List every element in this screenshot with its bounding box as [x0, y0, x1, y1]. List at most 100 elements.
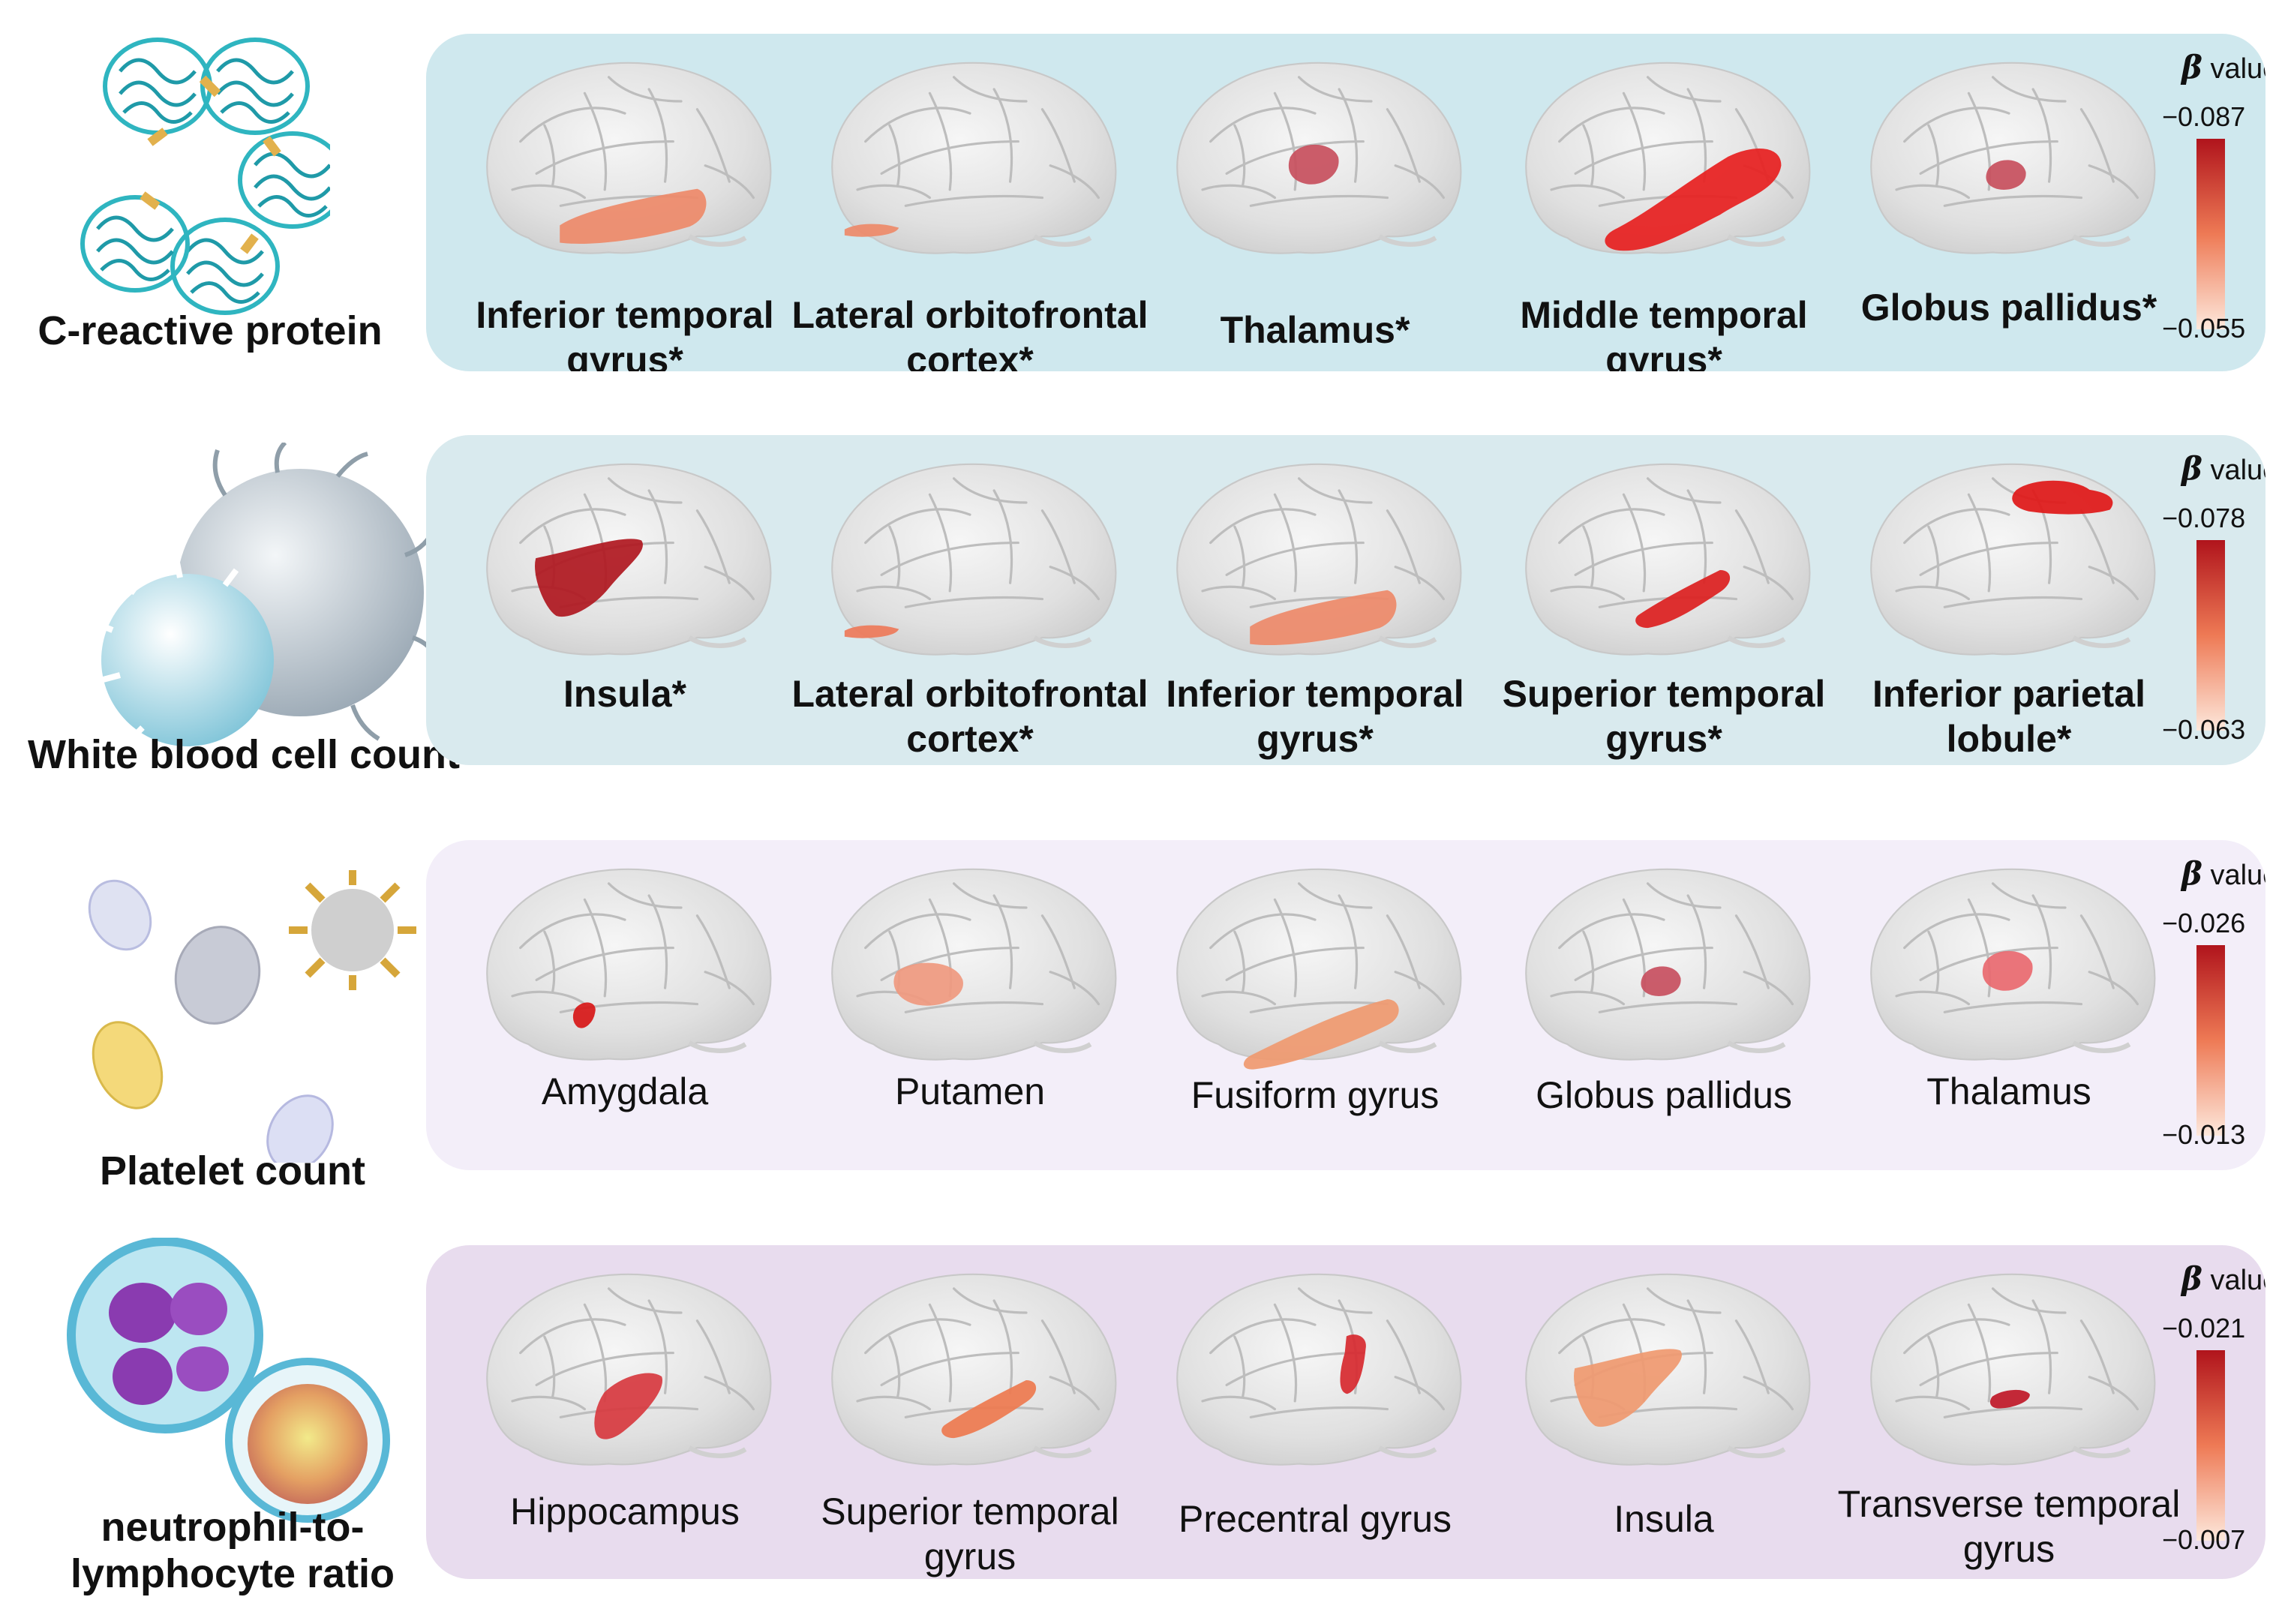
region-label: Inferior temporal gyrus*: [476, 294, 774, 371]
brain-render: [1525, 868, 1811, 1061]
legend-title-text: value: [2210, 455, 2265, 486]
brain-render: [1870, 463, 2156, 656]
legend-title: β value: [2181, 49, 2265, 86]
highlighted-region: [2012, 480, 2113, 515]
color-legend: β value −0.026 −0.013: [2151, 855, 2265, 1163]
row-label: White blood cell count: [28, 732, 460, 777]
brain-region-cell: Inferior parietal lobule*: [1844, 446, 2174, 761]
brain-render: [1176, 62, 1462, 254]
region-label: Insula*: [563, 673, 686, 715]
brain-region-cell: Putamen: [805, 851, 1135, 1166]
brain-region-cell: Inferior temporal gyrus*: [460, 45, 790, 371]
highlighted-region: [1288, 144, 1339, 185]
brain-render: [486, 1273, 772, 1466]
brain-region-cell: Superior temporal gyrus: [805, 1256, 1135, 1577]
crp-protein-icon: [80, 38, 347, 315]
brain-region-cell: Globus pallidus*: [1844, 45, 2174, 360]
row-illustration: [53, 1237, 405, 1534]
brain-region-cell: Fusiform gyrus: [1150, 851, 1480, 1166]
region-panel: Inferior temporal gyrus* Lateral orbitof…: [426, 34, 2265, 371]
brain-render: [1525, 463, 1811, 656]
region-label: Fusiform gyrus: [1191, 1074, 1440, 1116]
brain-region-cell: Superior temporal gyrus*: [1499, 446, 1829, 761]
brain-render: [831, 62, 1117, 254]
color-legend: β value −0.021 −0.007: [2151, 1260, 2265, 1568]
legend-min-label: −0.007: [2162, 1524, 2246, 1555]
region-label: Amygdala: [541, 1070, 709, 1112]
highlighted-region: [1990, 1389, 2030, 1409]
highlighted-region: [1635, 569, 1731, 629]
beta-symbol: β: [2181, 450, 2202, 487]
region-label: Superior temporal gyrus: [821, 1490, 1119, 1577]
highlighted-region: [844, 224, 899, 237]
brain-render: [1525, 1273, 1811, 1466]
row-label: neutrophil-to-lymphocyte ratio: [70, 1505, 395, 1596]
region-label: Hippocampus: [510, 1490, 740, 1532]
brain-region-cell: Thalamus*: [1150, 45, 1480, 360]
region-label: Thalamus: [1926, 1070, 2091, 1112]
region-label: Putamen: [894, 1070, 1046, 1112]
region-label: Globus pallidus*: [1860, 287, 2157, 329]
brain-region-cell: Insula*: [460, 446, 790, 761]
region-label: Globus pallidus: [1536, 1074, 1792, 1116]
legend-title: β value: [2181, 1260, 2265, 1297]
region-panel: Amygdala Putamen Fusiform gyrus: [426, 840, 2265, 1170]
platelet-icon: [88, 870, 416, 1171]
row-illustration: [75, 19, 347, 338]
highlighted-region: [1244, 999, 1399, 1070]
region-label: Lateral orbitofrontal cortex*: [791, 294, 1149, 371]
row-illustration: [53, 870, 428, 1171]
brain-render: [1525, 62, 1811, 254]
brain-region-cell: Precentral gyrus: [1150, 1256, 1480, 1571]
region-label: Thalamus*: [1220, 309, 1410, 351]
brain-render: [1870, 1273, 2156, 1466]
highlighted-region: [1605, 148, 1782, 251]
brain-render: [1870, 62, 2156, 254]
brain-region-cell: Amygdala: [460, 851, 790, 1166]
highlighted-region: [1574, 1349, 1682, 1427]
brain-render: [486, 62, 772, 254]
brain-region-cell: Insula: [1499, 1256, 1829, 1571]
brain-region-cell: Lateral orbitofrontal cortex*: [791, 45, 1149, 371]
highlighted-region: [1340, 1334, 1366, 1394]
region-label: Inferior parietal lobule*: [1872, 673, 2145, 760]
white-blood-cell-icon: [92, 440, 441, 746]
legend-max-label: −0.021: [2162, 1313, 2246, 1343]
legend-max-label: −0.078: [2162, 503, 2246, 533]
legend-min-label: −0.013: [2162, 1119, 2246, 1150]
highlighted-region: [1982, 950, 2033, 991]
legend-title-text: value: [2210, 860, 2265, 891]
legend-min-label: −0.063: [2162, 714, 2246, 745]
legend-title: β value: [2181, 855, 2265, 892]
region-label: Middle temporal gyrus*: [1520, 294, 1808, 371]
legend-color-bar: [2196, 945, 2225, 1136]
beta-symbol: β: [2181, 855, 2202, 892]
region-label: Precentral gyrus: [1178, 1498, 1452, 1540]
brain-render: [831, 868, 1117, 1061]
color-legend: β value −0.087 −0.055: [2151, 49, 2265, 356]
region-panel: Insula* Lateral orbitofrontal cortex* In…: [426, 435, 2265, 765]
color-legend: β value −0.078 −0.063: [2151, 450, 2265, 758]
brain-region-cell: Hippocampus: [460, 1256, 790, 1571]
region-label: Lateral orbitofrontal cortex*: [791, 673, 1149, 760]
brain-render: [1870, 868, 2156, 1061]
legend-max-label: −0.087: [2162, 101, 2246, 132]
legend-title-text: value: [2210, 1265, 2265, 1296]
legend-title-text: value: [2210, 53, 2265, 85]
highlighted-region: [844, 625, 899, 638]
brain-render: [831, 463, 1117, 656]
beta-symbol: β: [2181, 49, 2202, 86]
beta-symbol: β: [2181, 1260, 2202, 1297]
brain-region-cell: Thalamus: [1844, 851, 2174, 1166]
legend-min-label: −0.055: [2162, 313, 2246, 344]
highlighted-region: [594, 1373, 662, 1439]
highlighted-region: [1641, 966, 1681, 996]
legend-title: β value: [2181, 450, 2265, 487]
brain-render: [1176, 1273, 1462, 1466]
highlighted-region: [1986, 160, 2026, 190]
row-illustration: [53, 440, 443, 761]
brain-region-cell: Transverse temporal gyrus: [1838, 1256, 2180, 1571]
brain-render: [1176, 463, 1462, 656]
region-label: Transverse temporal gyrus: [1837, 1483, 2181, 1570]
row-label: C-reactive protein: [38, 308, 383, 353]
